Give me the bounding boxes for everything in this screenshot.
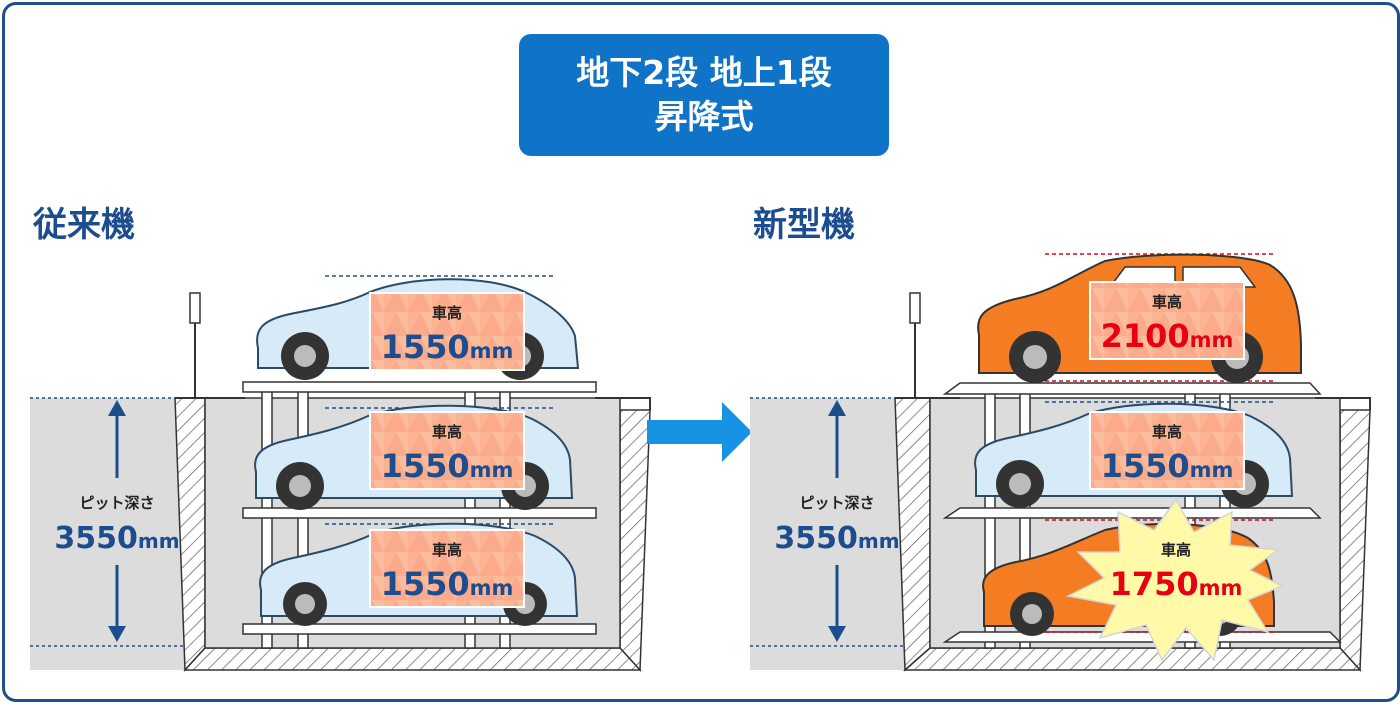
- right-machine: ピット深さ 3550mm 車高 2100mm 車高 1550m: [750, 253, 1371, 672]
- svg-text:1550mm: 1550mm: [381, 565, 514, 603]
- height-label-right-bottom-burst: 車高 1750mm: [1065, 498, 1284, 662]
- control-post-right: [909, 292, 921, 324]
- pit-wall-right: [619, 409, 651, 672]
- svg-text:車高: 車高: [1161, 541, 1191, 559]
- heading-new-model: 新型機: [753, 205, 855, 245]
- svg-text:車高: 車高: [1152, 423, 1182, 441]
- svg-text:車高: 車高: [432, 541, 462, 559]
- title-box: 地下2段 地上1段 昇降式: [519, 34, 889, 156]
- heading-conventional: 従来機: [33, 205, 135, 245]
- pit-depth-value-right: 3550mm: [774, 521, 899, 556]
- title-line-2: 昇降式: [654, 97, 754, 136]
- title-line-1: 地下2段 地上1段: [576, 53, 832, 92]
- pit-depth-label-right: ピット深さ: [799, 494, 874, 512]
- svg-text:1550mm: 1550mm: [1101, 447, 1234, 485]
- svg-text:車高: 車高: [1152, 293, 1182, 311]
- svg-text:1750mm: 1750mm: [1110, 565, 1243, 603]
- svg-text:車高: 車高: [432, 423, 462, 441]
- pallet-top: [242, 381, 597, 393]
- height-label-right-middle: 車高 1550mm: [1089, 411, 1245, 490]
- svg-text:1550mm: 1550mm: [381, 328, 514, 366]
- pit-area-right: [750, 398, 905, 670]
- height-label-left-bottom: 車高 1550mm: [369, 529, 525, 608]
- pit-depth-value-left: 3550mm: [54, 521, 179, 556]
- pallet-middle: [242, 507, 597, 519]
- pallet-bottom: [242, 623, 597, 635]
- svg-text:2100mm: 2100mm: [1101, 317, 1234, 355]
- pit-depth-label-left: ピット深さ: [79, 494, 154, 512]
- left-machine: ピット深さ 3550mm 車高 1550mm 車高 1550mm: [30, 275, 651, 672]
- height-label-left-middle: 車高 1550mm: [369, 411, 525, 490]
- svg-text:1550mm: 1550mm: [381, 447, 514, 485]
- pit-floor: [183, 647, 642, 671]
- height-label-left-top: 車高 1550mm: [369, 292, 525, 371]
- pit-area-left: [30, 398, 185, 670]
- transition-arrow: [647, 402, 752, 462]
- control-post: [189, 292, 201, 324]
- svg-text:車高: 車高: [432, 304, 462, 322]
- height-label-right-top: 車高 2100mm: [1089, 281, 1245, 360]
